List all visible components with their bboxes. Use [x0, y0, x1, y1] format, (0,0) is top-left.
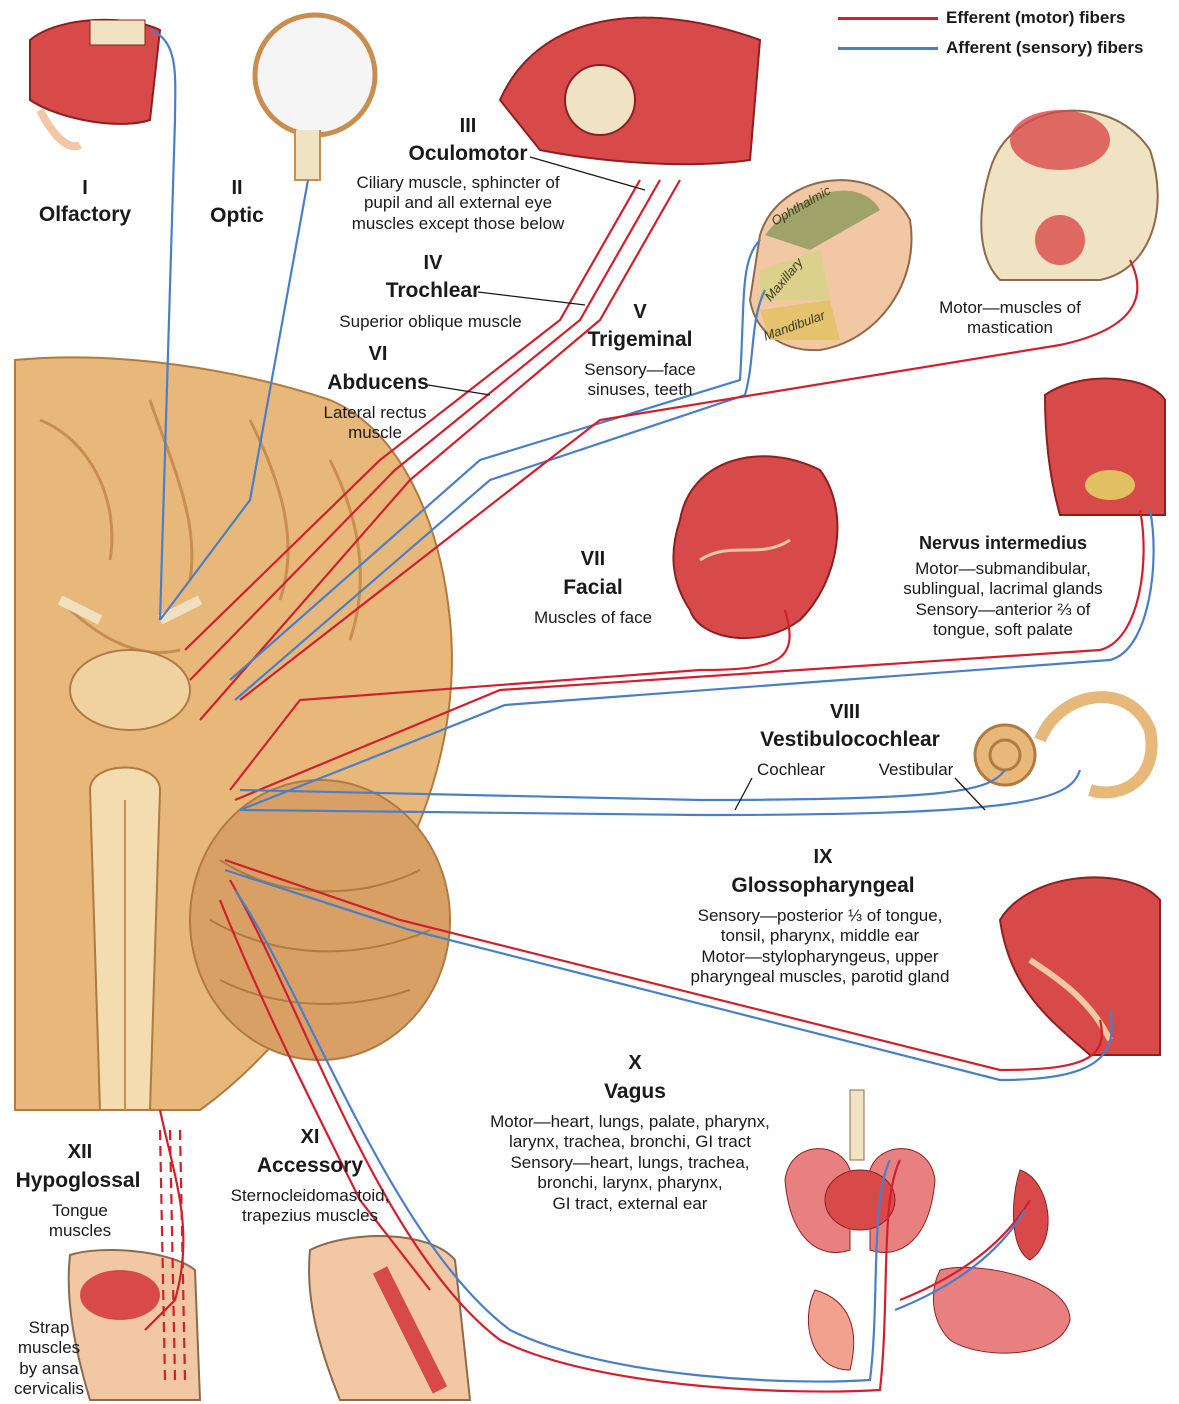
oculomotor-name: Oculomotor: [398, 143, 538, 164]
vestibulocochlear-name: Vestibulocochlear: [750, 729, 950, 750]
skull-mastication-illustration: [981, 110, 1157, 280]
legend-efferent-swatch: [838, 17, 938, 20]
abducens-numeral: VI: [353, 344, 403, 364]
facial-description: Muscles of face: [518, 608, 668, 628]
facial-muscles-illustration: [673, 456, 837, 638]
glossopharyngeal-description: Sensory—posterior ⅓ of tongue, tonsil, p…: [660, 906, 980, 988]
pharynx-illustration: [1000, 877, 1160, 1055]
legend-efferent-label: Efferent (motor) fibers: [946, 8, 1125, 28]
trigeminal-motor-description: Motor—muscles of mastication: [915, 298, 1105, 339]
vagus-organs-illustration: [785, 1090, 1070, 1370]
oculomotor-description: Ciliary muscle, sphincter of pupil and a…: [318, 173, 598, 234]
optic-numeral: II: [212, 178, 262, 198]
vagus-description: Motor—heart, lungs, palate, pharynx, lar…: [455, 1112, 805, 1214]
inner-ear-illustration: [975, 697, 1152, 792]
vagus-name: Vagus: [585, 1081, 685, 1102]
abducens-description: Lateral rectus muscle: [305, 403, 445, 444]
trigeminal-description: Sensory—face sinuses, teeth: [565, 360, 715, 401]
trochlear-name: Trochlear: [368, 280, 498, 301]
oculomotor-numeral: III: [443, 116, 493, 136]
brain-inferior-view: [15, 357, 452, 1110]
vestibular-branch-label: Vestibular: [866, 760, 966, 780]
accessory-description: Sternocleidomastoid, trapezius muscles: [200, 1186, 420, 1227]
trochlear-description: Superior oblique muscle: [308, 312, 553, 332]
intermedius-name: Nervus intermedius: [898, 534, 1108, 552]
glossopharyngeal-numeral: IX: [798, 847, 848, 867]
accessory-numeral: XI: [285, 1127, 335, 1147]
accessory-name: Accessory: [250, 1155, 370, 1176]
nasal-cavity-illustration: [30, 20, 160, 146]
strap-muscles-description: Strap muscles by ansa cervicalis: [4, 1318, 94, 1400]
orbit-muscles-illustration: [500, 18, 760, 165]
facial-numeral: VII: [568, 549, 618, 569]
eye-illustration: [255, 15, 375, 180]
trigeminal-name: Trigeminal: [575, 329, 705, 350]
optic-name: Optic: [187, 205, 287, 226]
legend-afferent-swatch: [838, 47, 938, 50]
vestibulocochlear-numeral: VIII: [820, 702, 870, 722]
intermedius-description: Motor—submandibular, sublingual, lacrima…: [878, 559, 1128, 641]
hypoglossal-numeral: XII: [55, 1142, 105, 1162]
glossopharyngeal-name: Glossopharyngeal: [723, 875, 923, 896]
facial-name: Facial: [543, 577, 643, 598]
legend-afferent: Afferent (sensory) fibers: [838, 38, 1143, 58]
hypoglossal-name: Hypoglossal: [8, 1170, 148, 1191]
legend-efferent: Efferent (motor) fibers: [838, 8, 1125, 28]
cochlear-branch-label: Cochlear: [746, 760, 836, 780]
olfactory-name: Olfactory: [20, 204, 150, 225]
trigeminal-numeral: V: [615, 302, 665, 322]
legend-afferent-label: Afferent (sensory) fibers: [946, 38, 1143, 58]
abducens-name: Abducens: [318, 372, 438, 393]
hypoglossal-description: Tongue muscles: [30, 1201, 130, 1242]
neck-accessory-illustration: [309, 1236, 470, 1400]
oral-cavity-intermedius-illustration: [1045, 379, 1165, 515]
trochlear-numeral: IV: [408, 253, 458, 273]
olfactory-numeral: I: [60, 178, 110, 198]
vagus-numeral: X: [610, 1053, 660, 1073]
